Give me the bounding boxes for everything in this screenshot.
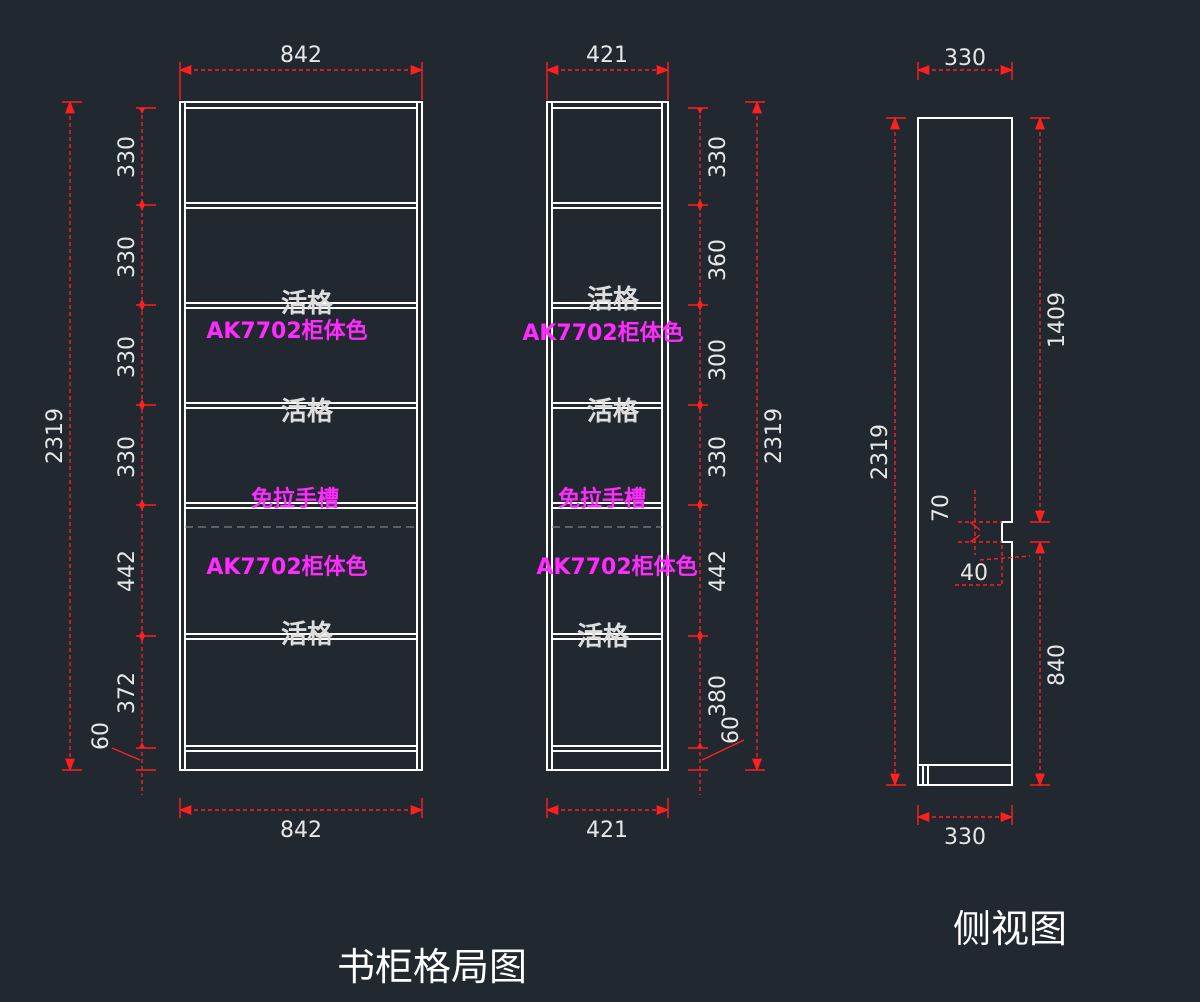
main-row-dimensions: 330 330 330 330 442 372 60	[89, 107, 156, 795]
narrow-movable-shelf-1: 活格	[587, 284, 640, 315]
narrow-height-dimension: 2319	[745, 100, 787, 772]
main-height-dimension: 2319	[43, 100, 82, 772]
main-row-1-text: 330	[115, 136, 140, 178]
side-depth-dimension-top: 330	[916, 46, 1014, 80]
narrow-width-dimension-bottom: 421	[545, 798, 670, 843]
narrow-height-text: 2319	[762, 408, 787, 464]
main-cabinet	[179, 101, 423, 771]
side-depth-top-text: 330	[944, 46, 986, 71]
narrow-row-4-text: 330	[706, 436, 731, 478]
narrow-width-top-text: 421	[586, 43, 628, 68]
layout-title: 书柜格局图	[337, 945, 527, 989]
side-height-dimension: 2319	[868, 116, 906, 787]
main-cabinet-color-2: AK7702柜体色	[206, 554, 367, 580]
main-row-7-text: 60	[89, 722, 114, 750]
main-movable-shelf-3: 活格	[281, 619, 334, 650]
narrow-cabinet-outline	[546, 101, 669, 771]
main-movable-shelf-1: 活格	[281, 288, 334, 319]
main-movable-shelf-2: 活格	[281, 396, 334, 427]
side-depth-bottom-text: 330	[944, 825, 986, 850]
narrow-row-3-text: 300	[706, 339, 731, 381]
narrow-row-6-text: 380	[706, 675, 731, 717]
main-width-top-text: 842	[280, 43, 322, 68]
main-height-text: 2319	[43, 408, 68, 464]
narrow-row-2-text: 360	[706, 239, 731, 281]
side-groove-depth-text: 40	[960, 561, 988, 586]
narrow-cabinet-color-2: AK7702柜体色	[536, 554, 697, 580]
main-row-6-text: 372	[115, 672, 140, 714]
side-view-outline	[917, 117, 1013, 786]
side-split-dimensions: 1409 840	[1030, 116, 1070, 787]
side-upper-text: 1409	[1045, 292, 1070, 348]
side-groove-dimensions: 70 40	[929, 490, 1031, 586]
main-row-2-text: 330	[115, 236, 140, 278]
narrow-row-7-text: 60	[719, 716, 744, 744]
narrow-cabinet-color-1: AK7702柜体色	[522, 320, 683, 346]
narrow-width-dimension-top: 421	[545, 43, 670, 100]
main-width-dimension-top: 842	[178, 43, 424, 100]
main-cabinet-color-1: AK7702柜体色	[206, 318, 367, 344]
narrow-annotations: 活格 AK7702柜体色 活格 免拉手槽 AK7702柜体色 活格	[522, 284, 697, 652]
narrow-width-bottom-text: 421	[586, 818, 628, 843]
main-row-5-text: 442	[115, 550, 140, 592]
side-groove-height-text: 70	[929, 494, 954, 522]
narrow-cabinet	[546, 101, 669, 771]
main-annotations: 活格 AK7702柜体色 活格 免拉手槽 AK7702柜体色 活格	[206, 288, 367, 650]
side-lower-text: 840	[1045, 644, 1070, 686]
narrow-handle-groove: 免拉手槽	[558, 486, 646, 512]
narrow-row-dimensions: 330 360 300 330 442 380 60	[688, 107, 745, 795]
main-width-dimension-bottom: 842	[178, 798, 424, 843]
side-height-text: 2319	[868, 424, 893, 480]
narrow-row-1-text: 330	[706, 136, 731, 178]
narrow-shelves	[552, 202, 662, 752]
narrow-movable-shelf-2: 活格	[587, 396, 640, 427]
main-handle-groove: 免拉手槽	[251, 486, 339, 512]
main-cabinet-outline	[179, 101, 423, 771]
narrow-row-5-text: 442	[706, 550, 731, 592]
side-depth-dimension-bottom: 330	[916, 805, 1014, 850]
main-width-bottom-text: 842	[280, 818, 322, 843]
main-shelves	[185, 202, 417, 752]
side-view-profile	[917, 117, 1013, 786]
main-row-4-text: 330	[115, 436, 140, 478]
narrow-movable-shelf-3: 活格	[577, 621, 630, 652]
main-row-3-text: 330	[115, 336, 140, 378]
side-view-title: 侧视图	[953, 907, 1067, 951]
